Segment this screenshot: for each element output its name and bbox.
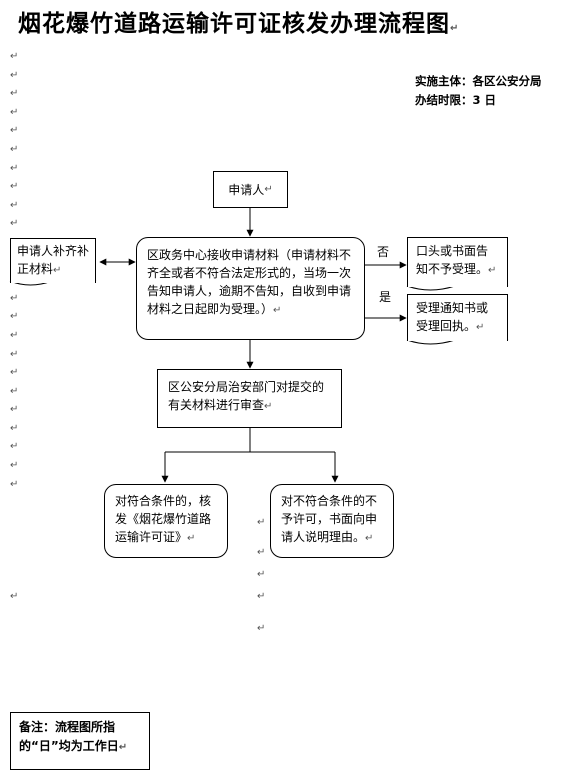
paragraph-mark: ↵ — [10, 348, 19, 360]
paragraph-mark: ↵ — [10, 367, 19, 379]
receive-materials-box: 区政务中心接收申请材料（申请材料不齐全或者不符合法定形式的，当场一次告知申请人，… — [136, 237, 365, 340]
paragraph-mark: ↵ — [257, 517, 266, 528]
label-no: 否 — [377, 245, 390, 259]
paragraph-mark: ↵ — [10, 51, 19, 62]
label-yes: 是 — [379, 290, 392, 304]
paragraph-mark: ↵ — [10, 478, 19, 490]
paragraph-mark: ↵ — [257, 623, 266, 634]
paragraph-mark: ↵ — [10, 199, 19, 211]
paragraph-mark: ↵ — [10, 143, 19, 155]
paragraph-mark: ↵ — [10, 329, 19, 341]
paragraph-mark: ↵ — [10, 460, 19, 472]
deny-box: 对不符合条件的不予许可，书面向申请人说明理由。↵ — [270, 484, 394, 558]
accept-notice-doc-box: 受理通知书或受理回执。↵ — [407, 294, 508, 341]
paragraph-mark: ↵ — [10, 125, 19, 137]
paragraph-mark: ↵ — [10, 292, 19, 304]
applicant-box: 申请人↵ — [213, 171, 288, 208]
page-title: 烟花爆竹道路运输许可证核发办理流程图↵ — [18, 11, 460, 37]
paragraph-mark: ↵ — [10, 88, 19, 100]
left-margin-marks: ↵ ↵ ↵ ↵ ↵ ↵ ↵ ↵ ↵ ↵ ↵ ↵ ↵ ↵ ↵ ↵ ↵ ↵ ↵ ↵ … — [10, 52, 22, 498]
paragraph-mark: ↵ — [10, 385, 19, 397]
paragraph-mark: ↵ — [10, 422, 19, 434]
approve-box: 对符合条件的，核发《烟花爆竹道路运输许可证》↵ — [104, 484, 228, 558]
supplement-doc-box: 申请人补齐补正材料↵ — [10, 238, 96, 283]
reject-notice-doc-box: 口头或书面告知不予受理。↵ — [407, 237, 508, 287]
paragraph-mark: ↵ — [10, 162, 19, 174]
paragraph-mark: ↵ — [257, 591, 266, 602]
paragraph-mark: ↵ — [10, 441, 19, 453]
paragraph-mark: ↵ — [10, 591, 19, 602]
paragraph-mark: ↵ — [10, 181, 19, 193]
paragraph-mark: ↵ — [10, 218, 19, 230]
time-limit-text: 办结时限：3 日 — [415, 93, 497, 107]
paragraph-mark: ↵ — [257, 569, 266, 580]
implementer-text: 实施主体：各区公安分局 — [415, 74, 542, 88]
footnote-box: 备注：流程图所指的“日”均为工作日↵ — [10, 712, 150, 770]
paragraph-mark: ↵ — [10, 106, 19, 118]
paragraph-mark: ↵ — [10, 404, 19, 416]
paragraph-mark: ↵ — [257, 547, 266, 558]
paragraph-mark: ↵ — [10, 311, 19, 323]
review-box: 区公安分局治安部门对提交的有关材料进行审查↵ — [157, 369, 342, 428]
paragraph-mark: ↵ — [10, 69, 19, 81]
